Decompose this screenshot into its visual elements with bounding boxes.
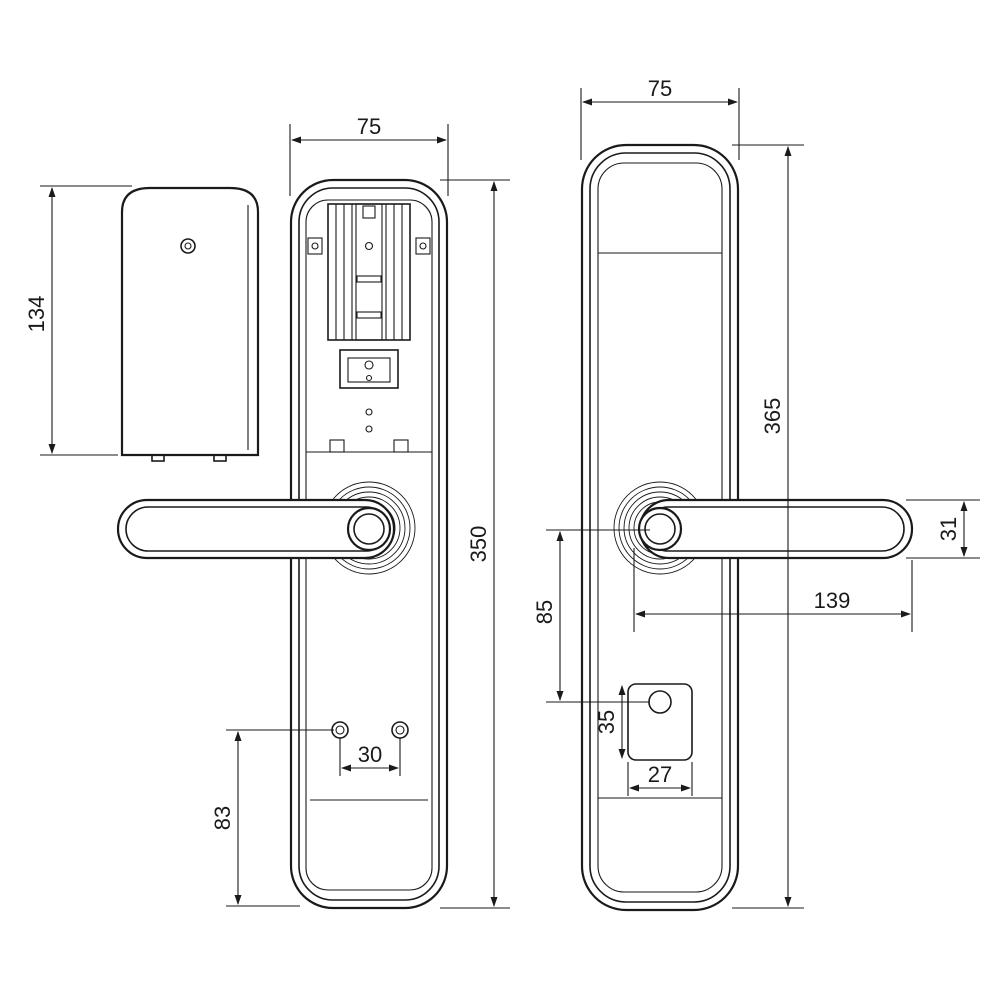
- dim-spindle-to-key: 85: [532, 529, 650, 703]
- dim-handle-length-label: 139: [814, 588, 851, 613]
- dim-cover-height: 134: [24, 185, 132, 456]
- dim-front-width: 75: [289, 114, 449, 196]
- dim-front-height-label: 350: [466, 526, 491, 563]
- dim-key-width: 27: [627, 762, 693, 796]
- dim-key-width-label: 27: [648, 762, 672, 787]
- dim-key-height: 35: [594, 685, 626, 759]
- dim-screw-height: 83: [210, 729, 334, 907]
- back-handle: [637, 498, 914, 560]
- battery-cover: [120, 186, 260, 462]
- dim-front-height: 350: [440, 179, 510, 909]
- dim-screw-spacing: 30: [339, 738, 401, 776]
- dim-back-height-label: 365: [760, 398, 785, 435]
- dim-screw-height-label: 83: [210, 806, 235, 830]
- dim-back-width: 75: [580, 76, 740, 160]
- dim-handle-thickness: 31: [906, 499, 980, 559]
- dim-front-width-label: 75: [357, 114, 381, 139]
- dim-handle-thickness-label: 31: [936, 517, 961, 541]
- dim-key-height-label: 35: [594, 710, 619, 734]
- dim-back-height: 365: [732, 144, 804, 909]
- dim-cover-height-label: 134: [24, 296, 49, 333]
- front-handle: [116, 498, 396, 560]
- dim-back-width-label: 75: [648, 76, 672, 101]
- dim-spindle-to-key-label: 85: [532, 600, 557, 624]
- dim-screw-spacing-label: 30: [358, 742, 382, 767]
- dim-handle-length: 139: [633, 548, 913, 632]
